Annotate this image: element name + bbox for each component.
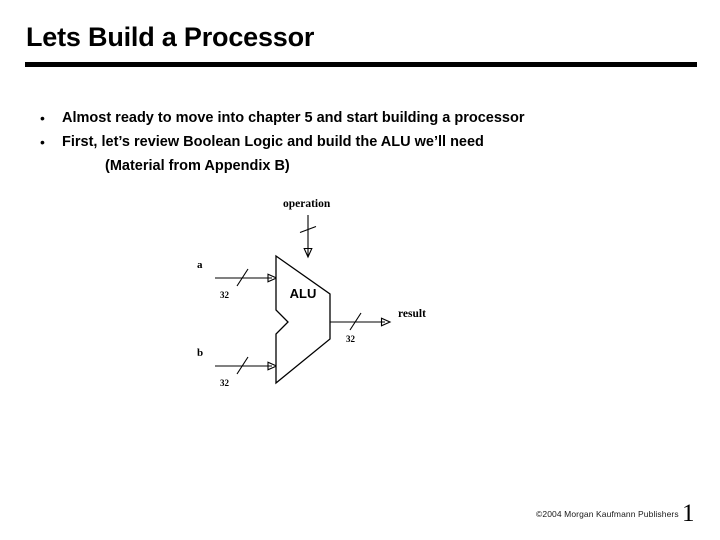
figure-label-input-a: a	[197, 259, 203, 271]
title-divider-rule	[25, 62, 697, 67]
bullet-item-2-continuation: (Material from Appendix B)	[0, 155, 720, 179]
bullet-marker-icon: •	[40, 134, 45, 150]
alu-body-shape	[275, 254, 331, 385]
bullet-item-2: • First, let’s review Boolean Logic and …	[0, 131, 720, 155]
wire-input-a	[215, 268, 278, 287]
figure-label-width-b: 32	[220, 378, 230, 388]
wire-operation	[299, 215, 317, 259]
bullet-marker-icon: •	[40, 110, 45, 126]
figure-label-width-result: 32	[346, 334, 356, 344]
figure-label-output-result: result	[398, 308, 426, 320]
page-number: 1	[682, 500, 695, 527]
page-title: Lets Build a Processor	[26, 22, 315, 52]
wire-input-b	[215, 356, 278, 375]
wire-output-result	[330, 312, 392, 331]
figure-label-operation: operation	[283, 198, 331, 210]
bullet-item-2-subtext: (Material from Appendix B)	[105, 158, 290, 174]
bullet-item-1: • Almost ready to move into chapter 5 an…	[0, 107, 720, 131]
bullet-item-2-text: First, let’s review Boolean Logic and bu…	[62, 134, 484, 150]
bullet-item-1-text: Almost ready to move into chapter 5 and …	[62, 110, 525, 126]
figure-label-width-a: 32	[220, 290, 230, 300]
alu-block-label: ALU	[290, 286, 317, 301]
footer-copyright: ©2004 Morgan Kaufmann Publishers	[536, 509, 679, 519]
bullet-list: • Almost ready to move into chapter 5 an…	[0, 107, 720, 179]
alu-block-diagram: operation a 32 b 32	[180, 188, 480, 403]
figure-label-input-b: b	[197, 347, 203, 359]
